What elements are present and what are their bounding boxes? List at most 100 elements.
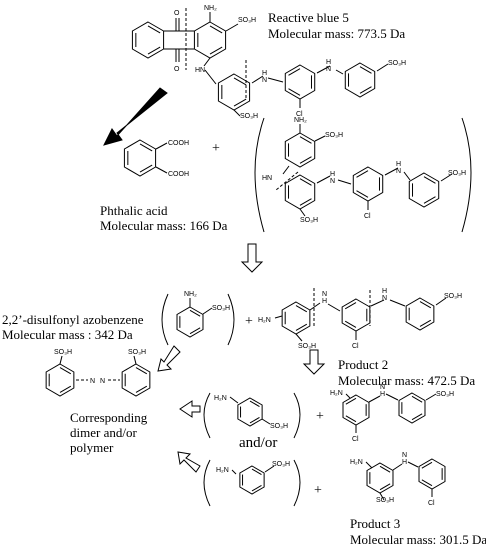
bond: [411, 395, 423, 403]
bond: [261, 418, 271, 425]
bond: [411, 413, 423, 421]
bond: [155, 142, 168, 150]
bond: [385, 393, 399, 401]
triazine-ring: [341, 298, 371, 332]
atom-label: Cl: [352, 436, 359, 443]
bond: [379, 465, 391, 473]
bond: [309, 302, 321, 311]
atom-label: H: [382, 288, 387, 295]
atom-label: H: [262, 70, 267, 77]
atom-label: SO₃H: [376, 497, 394, 504]
triazine-ring: [418, 458, 446, 490]
bracket: [254, 117, 265, 233]
bond: [133, 355, 137, 365]
bond: [345, 397, 357, 405]
bond: [295, 333, 303, 342]
benzene-ring: [237, 397, 263, 427]
atom-label: NH₂: [204, 5, 217, 12]
atom-label: H: [326, 59, 331, 66]
bond: [59, 367, 72, 375]
bond: [295, 305, 308, 313]
atom-label: SO₃H: [212, 305, 230, 312]
atom-label: O: [174, 66, 180, 73]
atom-label: N: [380, 384, 385, 391]
atom-label: HN: [195, 67, 205, 74]
bond: [345, 393, 351, 399]
bond: [295, 323, 308, 331]
bond: [425, 393, 437, 401]
benzene-ring: [284, 174, 316, 210]
bond: [274, 315, 283, 319]
atom-label: N: [402, 452, 407, 459]
bond: [299, 136, 312, 144]
atom-label: H: [330, 171, 335, 178]
atom-label: H: [402, 459, 407, 466]
bond: [139, 164, 153, 173]
bond: [233, 77, 247, 86]
bond: [147, 46, 161, 55]
bond: [368, 395, 381, 403]
bond: [209, 46, 223, 55]
bond: [135, 367, 148, 375]
bond: [251, 75, 264, 84]
atom-label: H₂N: [214, 395, 227, 402]
atom-label: N: [322, 291, 327, 298]
phthalic-acid-name: Phthalic acid: [100, 203, 168, 218]
triazine-ring: [342, 394, 370, 426]
bracket: [227, 293, 235, 346]
bond: [407, 461, 419, 468]
benzene-ring: [121, 363, 151, 397]
atom-label: N: [262, 77, 267, 84]
reactive-blue-mass: Molecular mass: 773.5 Da: [268, 26, 406, 41]
bond: [209, 25, 223, 34]
bond: [282, 165, 290, 175]
bond: [275, 171, 299, 191]
bond: [403, 171, 411, 181]
and-or-label: and/or: [239, 435, 278, 451]
atom-label: H: [322, 298, 327, 305]
bond: [345, 415, 357, 423]
atom-label: N: [382, 295, 387, 302]
bond: [389, 299, 406, 307]
benzene-ring: [239, 465, 265, 495]
bond: [370, 299, 385, 307]
bond: [59, 385, 72, 393]
bond: [344, 320, 357, 328]
bond: [267, 77, 284, 83]
bond: [249, 417, 260, 424]
atom-label: NH₂: [294, 117, 307, 124]
bond: [299, 198, 312, 206]
bond: [419, 319, 432, 327]
bracket: [203, 459, 211, 507]
atom-label: Cl: [296, 111, 303, 118]
atom-label: SO₃H: [240, 113, 258, 120]
bond: [233, 98, 247, 107]
atom-label: H: [396, 161, 401, 168]
reactive-blue-name: Reactive blue 5: [268, 10, 349, 25]
atom-label: SO₃H: [300, 217, 318, 224]
atom-label: N: [100, 378, 105, 385]
atom-label: SO₃H: [436, 391, 454, 398]
atom-label: COOH: [168, 171, 189, 178]
atom-label: Cl: [428, 500, 435, 507]
bond: [288, 68, 301, 76]
dimer-label-1: Corresponding: [70, 410, 148, 425]
atom-label: SO₃H: [272, 461, 290, 468]
product3-name: Product 3: [350, 516, 401, 531]
benzene-ring: [217, 73, 251, 111]
phthalic-acid-mass: Molecular mass: 166 Da: [100, 218, 228, 233]
bond: [440, 173, 453, 182]
bracket: [461, 117, 472, 233]
bond: [229, 396, 239, 404]
plus-sign-2: +: [245, 314, 253, 329]
hollow-arrow-diag-1: [157, 345, 181, 372]
benzene-ring: [176, 306, 204, 338]
bond: [204, 69, 217, 85]
atom-label: SO₃H: [388, 60, 406, 67]
bond: [344, 302, 357, 310]
bond: [225, 23, 239, 32]
hollow-arrow-diag-2: [177, 451, 201, 473]
bond: [337, 179, 352, 185]
atom-label: N: [330, 178, 335, 185]
